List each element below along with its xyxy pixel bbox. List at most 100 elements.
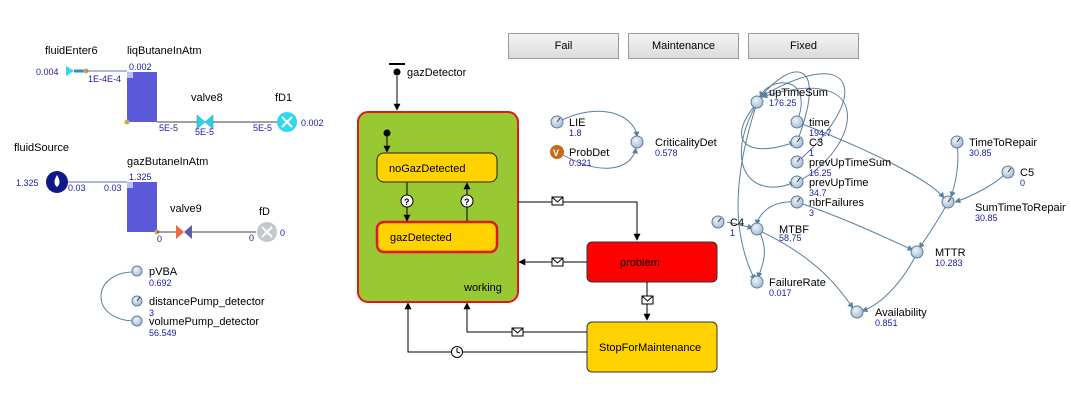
initial-state-icon — [383, 129, 391, 137]
state-stopForMaintenance[interactable]: StopForMaintenance — [586, 321, 718, 373]
metric-MTTR[interactable]: MTTR 10.283 — [910, 245, 966, 268]
fluid-enter6[interactable]: fluidEnter6 0.004 1E-4E-4 — [36, 45, 121, 84]
gaz-detector-trigger[interactable]: gazDetector — [389, 63, 467, 111]
metric-nbrFailures[interactable]: nbrFailures 3 — [790, 195, 865, 218]
fluid-source[interactable]: fluidSource 1.325 0.03 — [14, 142, 86, 193]
maintenance-button[interactable]: Maintenance — [628, 33, 739, 59]
liqButane-out: 5E-5 — [159, 123, 178, 133]
variable-badge-icon — [550, 145, 564, 159]
guard-condition: ? — [400, 194, 414, 208]
valve-closed-icon — [184, 225, 192, 239]
parameter-needle — [796, 177, 801, 183]
message-icon — [511, 327, 524, 337]
parameter-needle — [796, 137, 801, 143]
valve-closed-icon — [176, 225, 184, 239]
metric-MTBF[interactable]: MTBF 58.75 — [750, 222, 809, 243]
message-icon — [641, 295, 654, 305]
C3-label: C3 — [809, 137, 823, 149]
SumTimeToRepair-value: 30.85 — [975, 213, 998, 223]
gazDetected-state-box — [375, 220, 499, 254]
transition-arrow — [518, 201, 641, 241]
fluidSource-value: 1.325 — [16, 178, 39, 188]
state-noGazDetected[interactable]: noGazDetected — [376, 152, 498, 183]
timer-icon — [451, 346, 463, 358]
problem-label: problem — [620, 257, 660, 269]
valve8[interactable]: valve8 5E-5 — [191, 92, 223, 137]
C4-value: 1 — [730, 228, 735, 238]
metric-prevUpTime[interactable]: prevUpTime 34.7 — [790, 175, 869, 198]
metric-LIE[interactable]: LIE 1.8 — [550, 115, 586, 138]
param-distance[interactable]: distancePump_detector 3 — [131, 295, 265, 318]
port-icon — [124, 119, 130, 125]
fixed-button[interactable]: Fixed — [748, 33, 859, 59]
gazButane-out: 0 — [157, 234, 162, 244]
metric-upTimeSum[interactable]: upTimeSum 176.25 — [750, 87, 828, 109]
variable-icon — [630, 135, 644, 149]
transition-arrow — [463, 302, 587, 333]
gazButane-value: 1.325 — [129, 172, 152, 182]
param-volume[interactable]: volumePump_detector 56.549 — [131, 315, 259, 338]
state-working[interactable]: working — [357, 111, 519, 303]
message-icon — [551, 196, 564, 206]
metric-CriticalityDet[interactable]: CriticalityDet 0.578 — [630, 135, 717, 158]
liqButane-tank[interactable]: liqButaneInAtm 0.002 5E-5 — [124, 45, 202, 133]
valve8-label: valve8 — [191, 92, 223, 104]
CriticalityDet-value: 0.578 — [655, 148, 678, 158]
FailureRate-label: FailureRate — [769, 277, 826, 289]
LIE-value: 1.8 — [569, 128, 582, 138]
C5-value: 0 — [1020, 178, 1025, 188]
metric-prevUpTimeSum[interactable]: prevUpTimeSum 16.25 — [790, 155, 891, 178]
fD1-sink[interactable]: fD1 5E-5 0.002 — [253, 92, 324, 133]
metric-C4[interactable]: C4 1 — [711, 215, 744, 238]
valve9[interactable]: valve9 — [170, 203, 202, 239]
ProbDet-label: ProbDet — [569, 147, 609, 159]
time-value: 194.7 — [809, 128, 832, 138]
valve8-value: 5E-5 — [195, 127, 214, 137]
fail-button[interactable]: Fail — [508, 33, 619, 59]
valve9-label: valve9 — [170, 203, 202, 215]
volume-label: volumePump_detector — [149, 316, 259, 328]
dependency-arrow — [100, 271, 138, 325]
pVBA-value: 0.692 — [149, 278, 172, 288]
state-gazDetected[interactable]: gazDetected — [375, 220, 499, 254]
gazButane-tank[interactable]: gazButaneInAtm 1.325 0.03 0 — [104, 156, 208, 244]
gazDetected-label: gazDetected — [390, 232, 452, 244]
upTimeSum-value: 176.25 — [769, 98, 797, 108]
fluid-enter-icon — [66, 66, 74, 76]
fluidEnter6-flow: 1E-4E-4 — [88, 74, 121, 84]
parameter-needle — [1007, 167, 1012, 173]
parameter-needle — [947, 197, 952, 203]
C5-label: C5 — [1020, 167, 1034, 179]
metric-ProbDet[interactable]: V ProbDet 0.321 — [550, 145, 609, 168]
stop-state-box — [586, 321, 718, 373]
liqButane-value: 0.002 — [129, 62, 152, 72]
metric-FailureRate[interactable]: FailureRate 0.017 — [750, 275, 826, 298]
dispose-cross-icon — [261, 226, 273, 238]
C3-value: 1 — [809, 148, 814, 158]
dependency-links — [557, 71, 1008, 313]
metric-C3[interactable]: C3 1 — [790, 135, 823, 158]
metric-SumTimeToRepair[interactable]: SumTimeToRepair 30.85 — [941, 195, 1066, 223]
state-problem[interactable]: problem — [586, 241, 718, 283]
metric-Availability[interactable]: Availability 0.851 — [850, 305, 927, 328]
metric-time[interactable]: time 194.7 — [790, 115, 832, 138]
MTTR-label: MTTR — [935, 247, 966, 259]
variable-icon — [910, 245, 924, 259]
tank-icon — [127, 72, 157, 122]
tank-highlight — [127, 72, 133, 78]
SumTimeToRepair-label: SumTimeToRepair — [975, 202, 1066, 214]
upTimeSum-label: upTimeSum — [769, 87, 828, 99]
fluidSource-label: fluidSource — [14, 142, 69, 154]
metric-TimeToRepair[interactable]: TimeToRepair 30.85 — [950, 135, 1037, 158]
param-pVBA[interactable]: pVBA 0.692 — [131, 265, 178, 288]
variable-icon — [750, 95, 764, 109]
fluidEnter6-value: 0.004 — [36, 67, 59, 77]
parameter-needle — [717, 217, 722, 223]
fD-sink[interactable]: fD 0 0 — [249, 206, 285, 243]
fD-value: 0 — [280, 228, 285, 238]
Availability-value: 0.851 — [875, 318, 898, 328]
metric-C5[interactable]: C5 0 — [1001, 165, 1034, 188]
noGaz-label: noGazDetected — [389, 163, 465, 175]
tank-highlight — [127, 182, 133, 188]
MTBF-value: 58.75 — [779, 233, 802, 243]
